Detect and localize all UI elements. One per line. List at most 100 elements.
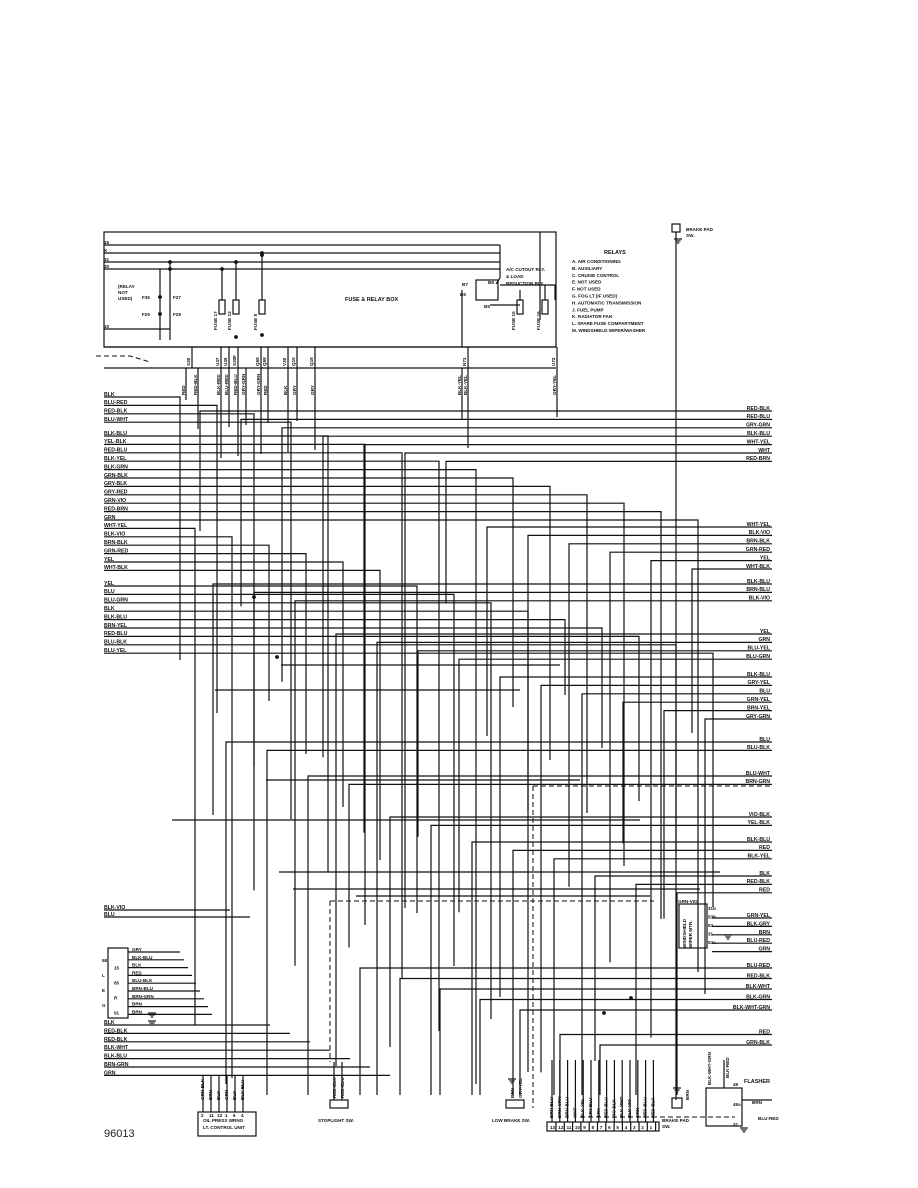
lower-right-wire-label: GRN-BLK — [746, 1040, 770, 1046]
wiper-motor-wire: BLU-RED — [747, 938, 771, 944]
left-wire-run — [104, 544, 270, 701]
right-wire-label: BRN-BLK — [746, 539, 770, 545]
splice-dot — [260, 253, 264, 257]
right-wire-run — [348, 783, 772, 948]
right-wire-label: WHT-YEL — [747, 439, 771, 445]
right-wire-run — [240, 418, 772, 607]
wiper-motor-title: WINDSHIELD — [682, 918, 687, 948]
wiper-motor-pin: 53 — [708, 923, 714, 928]
lower-right-wire — [399, 977, 772, 1095]
left-wire-label: BLK — [104, 392, 115, 398]
low-brake-wire: BRN — [510, 1087, 515, 1098]
left-connector-wire: BLK-BLU — [132, 955, 153, 960]
fuse-symbol — [541, 299, 549, 315]
instrument-pin: 11 — [567, 1125, 572, 1130]
right-wire-run — [199, 410, 772, 531]
terminal-label: N73 — [462, 357, 467, 366]
right-wire-run — [212, 583, 772, 815]
left-wire-label: RED-BLK — [104, 409, 128, 415]
right-wire-run — [581, 693, 772, 1095]
stoplight-switch — [329, 1099, 349, 1109]
right-wire-run — [650, 559, 772, 1038]
right-wire-label: WHT — [758, 448, 771, 454]
wire — [495, 245, 501, 285]
relays-legend-item: B. AUXILIARY — [572, 266, 602, 271]
fuse-label: FUSE 12 — [227, 311, 232, 330]
left-connector-pin: R — [114, 996, 118, 1001]
splice-dot — [158, 295, 162, 299]
instrument-wire: BLK-WHT — [619, 1096, 624, 1118]
relays-legend-item: A. AIR CONDITIONING — [572, 259, 621, 264]
oil-press-wire: BLK — [216, 1090, 221, 1100]
oil-press-pin: 1 — [225, 1113, 228, 1118]
right-wire-run — [568, 543, 772, 887]
right-wire-label: BLU-BLK — [747, 745, 770, 751]
right-wire-label: BLK-YEL — [748, 854, 771, 860]
instrument-pin: 12 — [558, 1125, 564, 1130]
instrument-wire: RED-BLU — [604, 1097, 609, 1118]
oil-press-pin: 6 — [233, 1113, 236, 1118]
right-wire-label: GRY-GRN — [746, 714, 770, 720]
splice-dot — [234, 260, 238, 264]
lower-left-wire-label: BLU — [104, 912, 115, 918]
oil-press-label: LT. CONTROL UNIT — [203, 1125, 245, 1130]
right-wire-run — [430, 824, 772, 1095]
left-wire-label: BLU — [104, 589, 115, 595]
lower-left-wire-label: BRN-GRN — [104, 1062, 129, 1068]
right-wire-label: BLK-BLU — [747, 837, 770, 843]
splice-dot — [234, 335, 238, 339]
wire — [500, 284, 556, 300]
oil-press-label: OIL PRESS WRNG — [203, 1118, 244, 1123]
left-wire-run — [104, 404, 218, 713]
left-wire-label: GRN-VIO — [104, 498, 126, 504]
terminal-label: Q18 — [309, 357, 314, 366]
left-wire-label: RED-BRN — [104, 506, 128, 512]
instrument-wire: BRN-BLU — [549, 1096, 554, 1118]
stoplight-label: STOPLIGHT SW. — [318, 1118, 354, 1123]
fuse-label: FUSE 17 — [213, 311, 218, 330]
left-wire-run — [104, 536, 233, 1078]
splice-dot — [275, 655, 279, 659]
fuse-label: FUSE 16 — [536, 311, 541, 330]
flasher-pin: 49a — [733, 1102, 741, 1107]
right-wire-run — [445, 460, 772, 604]
flasher-wire: BLU-RED — [758, 1116, 779, 1121]
relay-pin: B6 — [460, 292, 466, 297]
relay-pin: B7 — [462, 282, 468, 287]
terminal-label: S30F — [232, 355, 237, 366]
instrument-wire: VIO-BLK — [611, 1098, 616, 1118]
terminal-label: Q58 — [255, 357, 260, 366]
oil-press-wire: BRN — [208, 1089, 213, 1100]
lower-right-wire-label: RED — [759, 1030, 770, 1036]
left-wire-run — [104, 527, 196, 1025]
flasher-pin: 31 — [733, 1122, 739, 1127]
left-wire-run — [104, 552, 307, 754]
right-wire-run — [281, 427, 772, 682]
wiper-motor-pin: 31b — [708, 906, 716, 911]
splice-dot — [220, 267, 224, 271]
left-wire-label: GRN-RED — [104, 548, 128, 554]
right-wire-label: BLU-WHT — [746, 771, 771, 777]
lower-right-wire — [559, 1033, 772, 1095]
left-connector-wire: BLU-BLK — [132, 978, 153, 983]
wiper-motor-pin: 31 — [708, 932, 714, 937]
instrument-pin: 4 — [625, 1125, 628, 1130]
splice-dots — [158, 251, 633, 1015]
left-wire-label: BLK — [104, 606, 115, 612]
left-wire-run — [104, 602, 492, 1019]
right-wire-run — [389, 816, 772, 1047]
right-wire-run — [540, 684, 772, 1073]
flasher-wire: BRN — [752, 1100, 763, 1105]
left-wire-label: WHT-BLK — [104, 565, 128, 571]
fuse-tag: F28 — [173, 312, 181, 317]
right-wire-label: RED-BRN — [746, 456, 770, 462]
instrument-wire: GRY — [596, 1108, 601, 1118]
right-wire-label: RED — [759, 888, 770, 894]
oil-press-pin: 11 — [209, 1113, 214, 1118]
left-wire-label: RED-BLU — [104, 631, 128, 637]
terminal-drop-label: BLU-RED — [224, 374, 229, 395]
instrument-wire: WHT — [572, 1107, 577, 1118]
left-wire-label: GRY-BLK — [104, 481, 127, 487]
stoplight-wire: RED-BLK — [332, 1077, 337, 1098]
left-wire-run — [104, 452, 403, 978]
